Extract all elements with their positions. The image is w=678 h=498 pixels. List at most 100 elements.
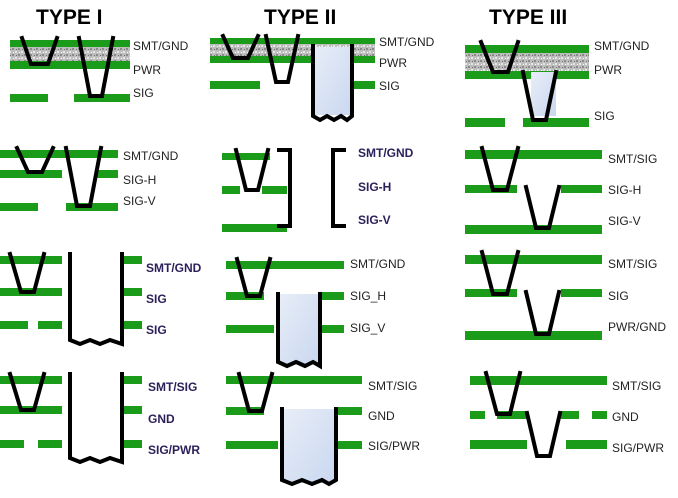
layer-label: SMT/GND [146, 261, 202, 275]
copper-layer [124, 256, 142, 264]
microvia [478, 39, 521, 74]
copper-layer [470, 376, 607, 385]
through-hole-fill [313, 47, 352, 115]
layer-label: SMT/GND [350, 257, 406, 271]
copper-layer [322, 325, 344, 333]
copper-layer [226, 376, 362, 384]
through-hole-via [311, 44, 354, 123]
layer-label: SMT/SIG [612, 379, 661, 393]
copper-layer [465, 255, 602, 264]
copper-layer [10, 94, 48, 102]
layer-label: SIG [146, 323, 167, 337]
copper-layer [38, 321, 62, 329]
copper-layer [66, 203, 118, 211]
copper-layer [0, 150, 118, 158]
through-hole-via [68, 372, 124, 465]
header-type-3: TYPE III [489, 6, 567, 29]
copper-layer [38, 440, 62, 448]
layer-label: SIG [146, 292, 167, 306]
copper-layer [10, 61, 130, 69]
copper-layer [210, 38, 375, 44]
copper-layer [0, 203, 38, 211]
microvia [234, 256, 273, 298]
copper-layer [0, 440, 24, 448]
through-hole-via [68, 252, 124, 347]
layer-label: SIG_V [350, 321, 385, 335]
through-hole-fill [282, 409, 336, 483]
layer-label: SMT/SIG [148, 380, 197, 394]
stacked-via [63, 145, 104, 208]
copper-layer [124, 440, 142, 448]
layer-label: SMT/GND [123, 149, 179, 163]
layer-label: SIG [608, 289, 629, 303]
header-type-1: TYPE I [36, 6, 103, 29]
copper-layer [338, 441, 362, 449]
microvia [479, 249, 521, 296]
layer-label: SIG-V [608, 214, 641, 228]
microvia [7, 251, 47, 294]
copper-layer [470, 411, 485, 419]
cell-type2-row1: SMT/GND PWR SIG [210, 33, 435, 123]
cell-type3-row3: SMT/SIG SIG PWR/GND [465, 249, 666, 340]
copper-layer [497, 411, 527, 419]
copper-layer [465, 118, 505, 127]
copper-layer [124, 288, 142, 296]
stacked-via [263, 33, 301, 84]
cell-type1-row1: SMT/GND PWR SIG [10, 35, 189, 102]
layer-label: SIG-H [123, 173, 156, 187]
copper-layer [523, 118, 589, 127]
buried-via [520, 69, 559, 122]
copper-layer [592, 411, 607, 419]
copper-layer [226, 261, 344, 269]
layer-label: SMT/SIG [368, 379, 417, 393]
layer-label: PWR [594, 63, 622, 77]
layer-label: SIG [594, 109, 615, 123]
copper-layer [262, 186, 287, 194]
dielectric-layer [10, 47, 130, 61]
copper-layer [465, 150, 602, 159]
copper-layer [465, 45, 589, 53]
layer-label: SIG-V [123, 194, 156, 208]
copper-layer [97, 170, 118, 178]
copper-layer [124, 406, 142, 414]
layer-label: PWR [379, 56, 407, 70]
via-bracket [331, 148, 346, 228]
copper-layer [470, 440, 527, 449]
cell-type1-row2: SMT/GND SIG-H SIG-V [0, 145, 179, 211]
stacked-via [76, 35, 116, 98]
layer-label: GND [612, 410, 639, 424]
copper-layer [222, 224, 287, 232]
through-hole-via [276, 292, 322, 370]
cell-type3-row1: SMT/GND PWR SIG [465, 39, 650, 127]
microvia [19, 35, 60, 66]
copper-layer [561, 185, 602, 193]
layer-label: SMT/GND [358, 146, 414, 160]
copper-layer [338, 407, 362, 415]
layer-label: SMT/GND [379, 35, 435, 49]
layer-label: SIG-H [608, 183, 641, 197]
cell-type1-row3: SMT/GND SIG SIG [0, 251, 202, 347]
copper-layer [222, 153, 270, 160]
dielectric-layer [465, 53, 589, 71]
via-bracket [277, 148, 292, 228]
copper-layer [0, 321, 28, 329]
copper-layer [226, 407, 264, 415]
layer-label: SIG-V [358, 213, 391, 227]
through-hole-via [280, 407, 338, 487]
copper-layer [0, 256, 62, 264]
layer-label: SIG [379, 79, 400, 93]
copper-layer [322, 292, 344, 300]
copper-layer [561, 411, 579, 419]
layer-label: PWR/GND [608, 320, 666, 334]
cell-type3-row4: SMT/SIG GND SIG/PWR [470, 370, 664, 458]
layer-label: SIG/PWR [368, 439, 420, 453]
cell-type2-row4: SMT/SIG GND SIG/PWR [226, 371, 420, 487]
header-type-2: TYPE II [264, 6, 336, 29]
buried-microvia [524, 410, 563, 458]
microvia [220, 33, 261, 60]
copper-layer [465, 225, 602, 234]
cell-type3-row2: SMT/SIG SIG-H SIG-V [465, 145, 657, 234]
layer-label: PWR [133, 63, 161, 77]
microvia [236, 371, 275, 413]
